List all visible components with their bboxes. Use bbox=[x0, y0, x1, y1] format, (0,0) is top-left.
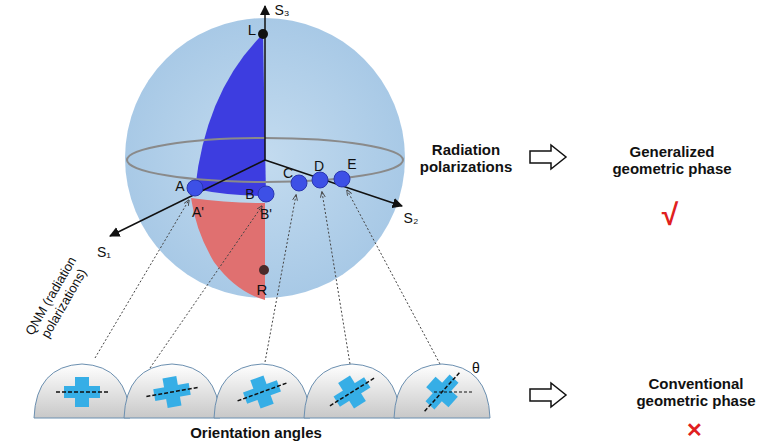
hollow-arrows bbox=[530, 145, 566, 407]
red-region bbox=[191, 198, 265, 300]
s2-axis bbox=[265, 160, 402, 206]
point-label: B' bbox=[260, 206, 272, 222]
metasurface-panels bbox=[34, 363, 490, 422]
heading-text: Radiation polarizations bbox=[411, 141, 521, 176]
polarization-points bbox=[187, 171, 350, 202]
point-label: E bbox=[347, 156, 356, 172]
axis-note: QNM (radiation polarizations) bbox=[18, 245, 99, 355]
s3-axis bbox=[264, 6, 266, 160]
s1-axis bbox=[110, 160, 265, 236]
point-label: D bbox=[314, 158, 324, 174]
result-text: Conventional geometric phase bbox=[626, 375, 766, 410]
blue-region bbox=[195, 34, 266, 196]
point-label: B bbox=[245, 186, 254, 202]
point-label: A bbox=[175, 178, 184, 194]
point-r bbox=[259, 265, 269, 275]
result-text: Generalized geometric phase bbox=[612, 143, 732, 178]
check-mark: √ bbox=[662, 198, 678, 233]
axis-caption: Orientation angles bbox=[190, 424, 322, 441]
point-label: C bbox=[283, 165, 293, 181]
pole-label: R bbox=[257, 281, 268, 298]
point-label: A' bbox=[192, 204, 204, 220]
angle-symbol: θ bbox=[472, 360, 480, 376]
point-l bbox=[258, 29, 268, 39]
axis-label: S₃ bbox=[274, 2, 289, 18]
axis-label: S₂ bbox=[404, 210, 419, 226]
leader-arrows bbox=[95, 190, 440, 368]
cross-mark: ✕ bbox=[686, 419, 703, 442]
pole-label: L bbox=[248, 21, 256, 38]
axis-label: S₁ bbox=[97, 244, 111, 260]
